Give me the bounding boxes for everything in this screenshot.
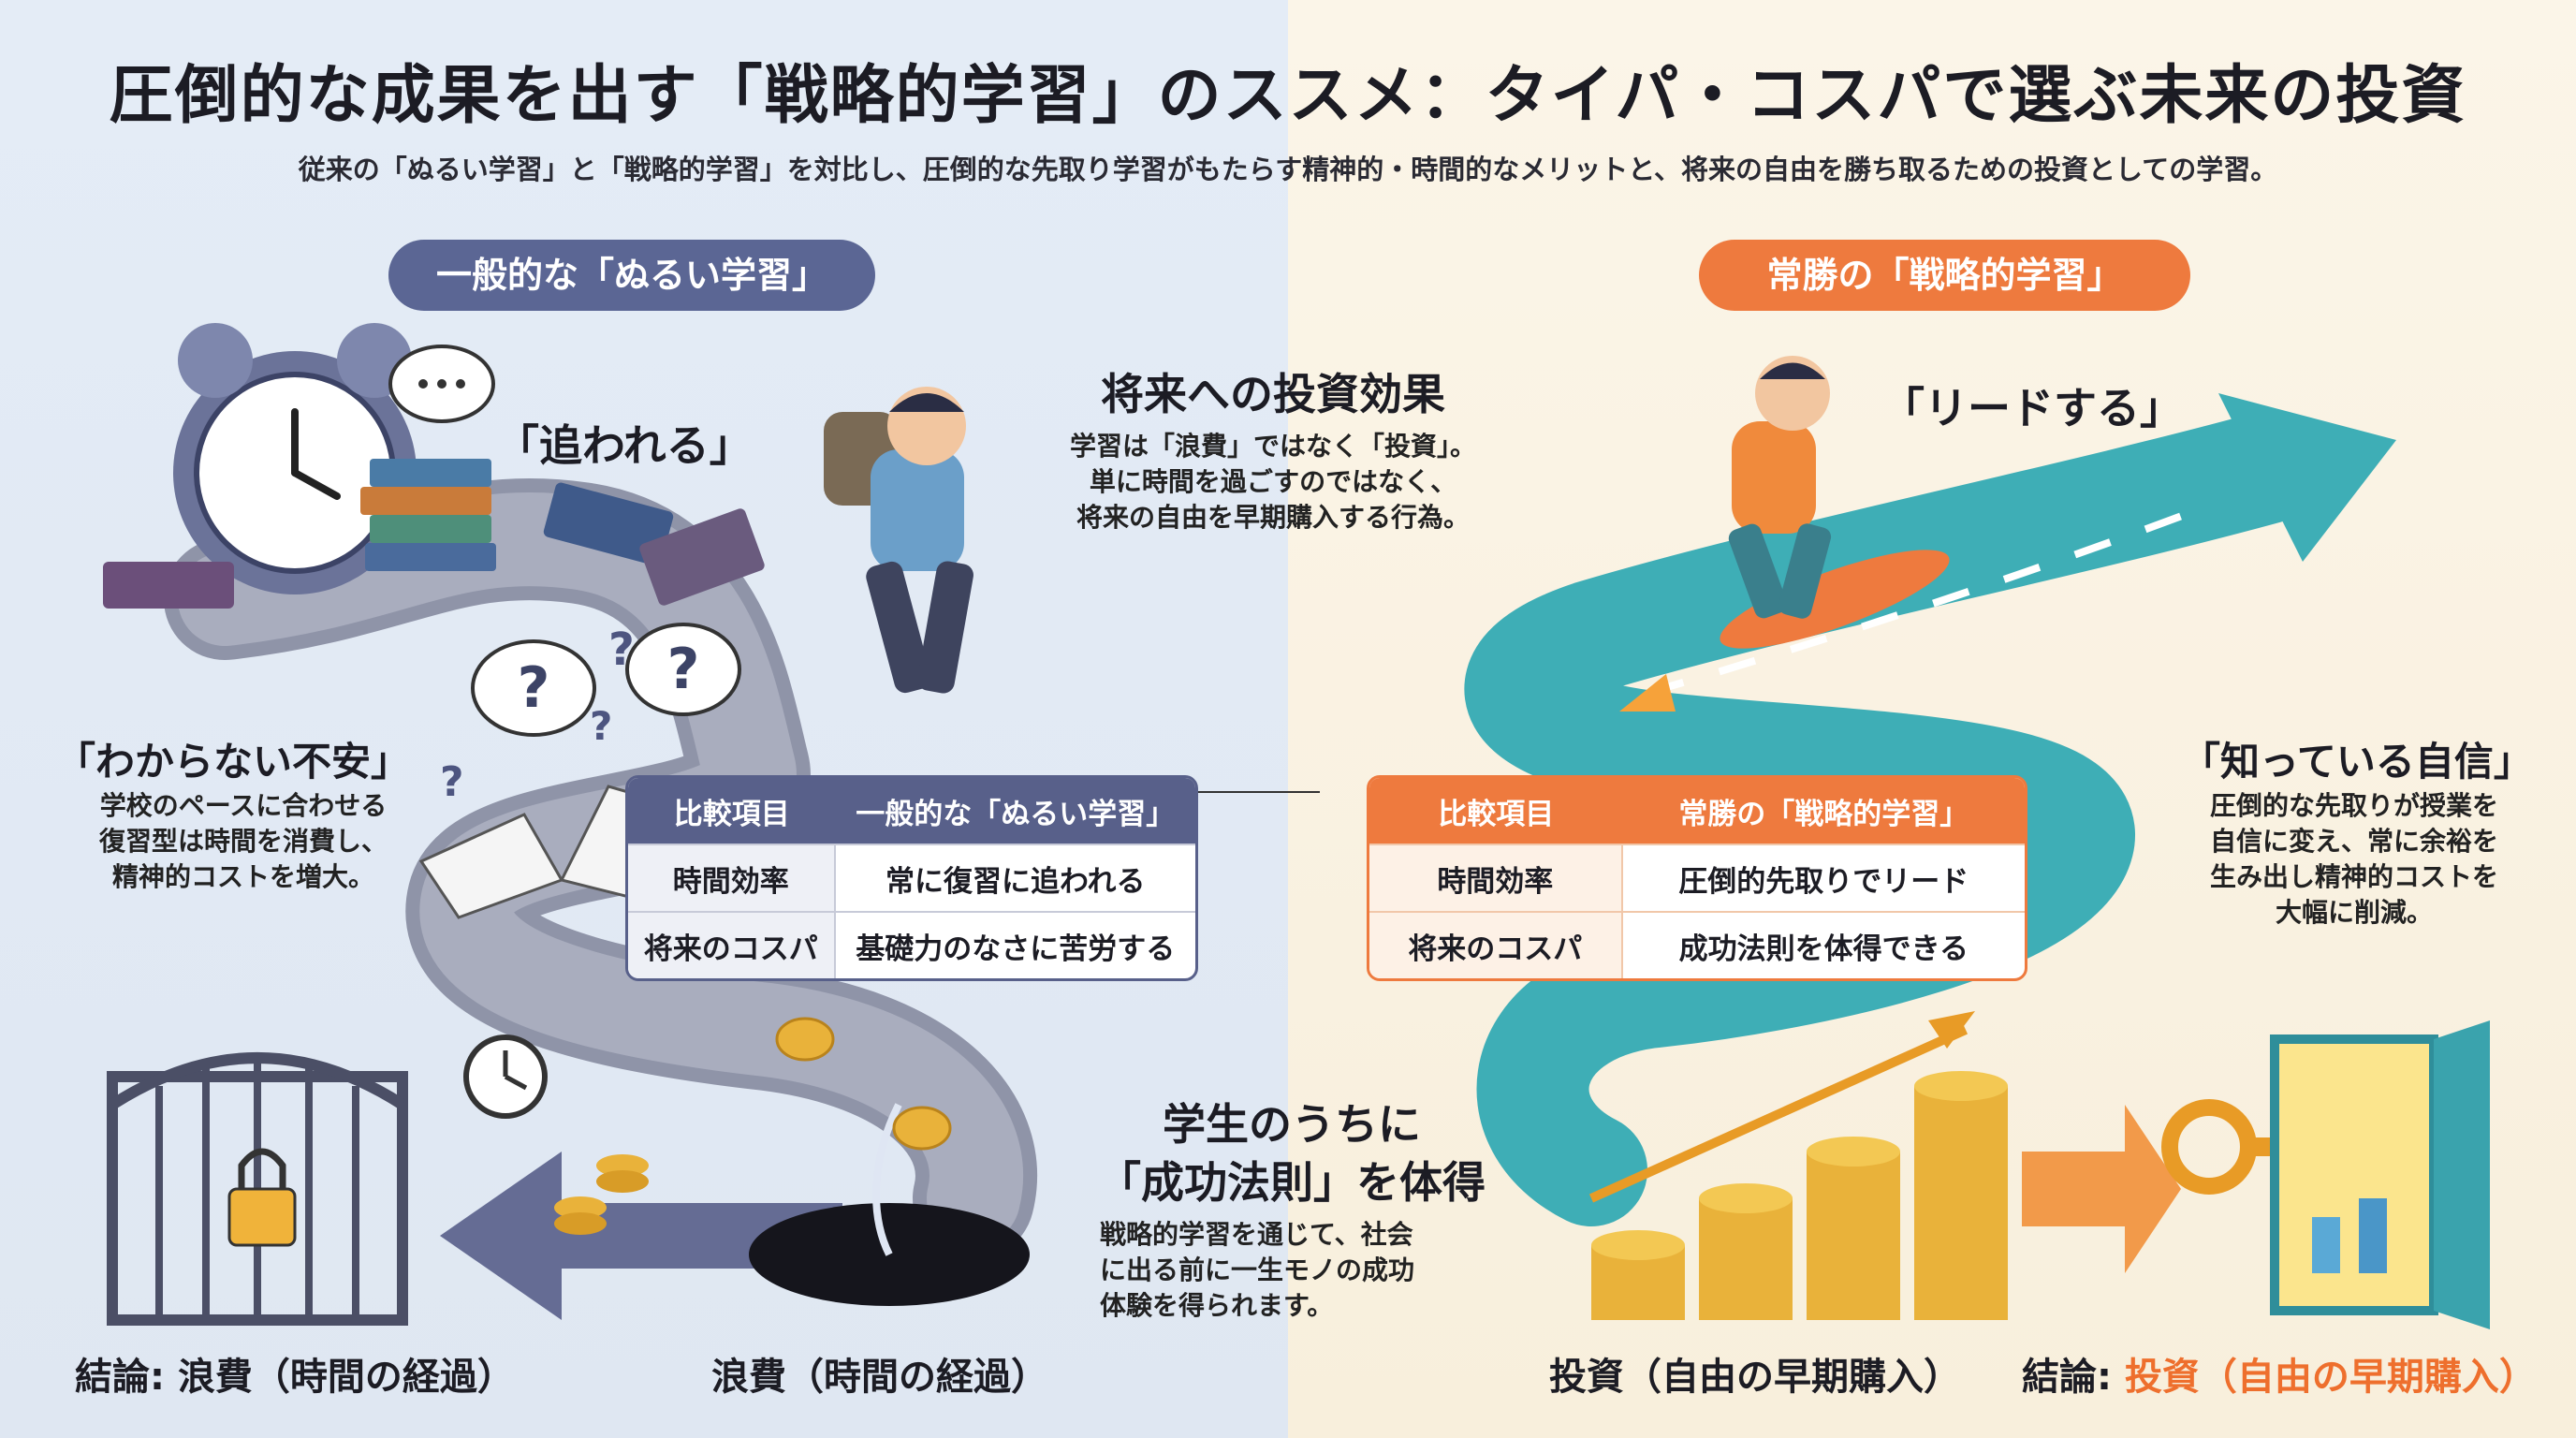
confidence-body-line: 生み出し精神的コストを — [2209, 861, 2498, 892]
chased-label: 「追われる」 — [496, 420, 753, 471]
coin-stacks-icon — [1588, 1011, 2008, 1320]
svg-text:?: ? — [590, 703, 612, 749]
page-title: 圧倒的な成果を出す「戦略的学習」のススメ：タイパ・コスパで選ぶ未来の投資 — [109, 59, 2467, 133]
svg-text:?: ? — [608, 624, 635, 676]
invest-effect-body: 学習は「浪費」ではなく「投資」。 単に時間を過ごすのではなく、 将来の自由を早期… — [1039, 429, 1507, 536]
confidence-body-line: 圧倒的な先取りが授業を — [2209, 790, 2498, 821]
table-row: 時間効率 圧倒的先取りでリード — [1369, 844, 2025, 911]
table-row: 将来のコスパ 基礎力のなさに苦労する — [628, 911, 1195, 978]
table-header-cell: 一般的な「ぬるい学習」 — [835, 778, 1195, 844]
table-header-row: 比較項目 一般的な「ぬるい学習」 — [628, 778, 1195, 844]
svg-text:?: ? — [440, 758, 464, 806]
left-conclusion-prefix: 結論: — [75, 1356, 165, 1399]
table-cell: 時間効率 — [1369, 844, 1623, 911]
right-conclusion-prefix: 結論: — [2022, 1356, 2112, 1399]
success-law-body: 戦略的学習を通じて、社会 に出る前に一生モノの成功 体験を得られます。 — [1100, 1217, 1474, 1324]
invest-effect-line: 将来の自由を早期購入する行為。 — [1076, 502, 1470, 533]
success-law-line: 戦略的学習を通じて、社会 — [1100, 1219, 1413, 1250]
svg-text:?: ? — [518, 655, 550, 721]
success-law-heading-line: 「成功法則」を体得 — [1098, 1157, 1486, 1208]
left-conclusion-value: 浪費（時間の経過） — [177, 1356, 515, 1399]
table-header-row: 比較項目 常勝の「戦略的学習」 — [1369, 778, 2025, 844]
left-section-pill: 一般的な「ぬるい学習」 — [388, 240, 875, 311]
right-arrow-icon — [2022, 1105, 2181, 1273]
question-bubble-icon: ? ? ? ? ? — [440, 623, 741, 806]
lead-label: 「リードする」 — [1881, 383, 2183, 433]
table-cell: 成功法則を体得できる — [1622, 911, 2025, 978]
anxiety-body-line: 復習型は時間を消費し、 — [98, 826, 388, 857]
right-section-pill: 常勝の「戦略的学習」 — [1699, 240, 2190, 311]
svg-text:?: ? — [667, 637, 700, 702]
right-conclusion-value: 投資（自由の早期購入） — [2124, 1356, 2537, 1399]
table-header-cell: 常勝の「戦略的学習」 — [1622, 778, 2025, 844]
speech-bubble-icon — [388, 345, 495, 423]
success-law-heading: 学生のうちに 「成功法則」を体得 — [1095, 1095, 1488, 1211]
books-icon — [103, 459, 765, 609]
table-row: 時間効率 常に復習に追われる — [628, 844, 1195, 911]
success-law-line: に出る前に一生モノの成功 — [1100, 1255, 1415, 1285]
left-arrow-icon — [440, 1152, 842, 1320]
open-door-icon — [2270, 1020, 2490, 1329]
locked-gate-icon — [107, 1052, 408, 1326]
invest-effect-heading: 将来への投資効果 — [1101, 369, 1445, 419]
alarm-clock-icon — [173, 323, 417, 594]
invest-effect-line: 単に時間を過ごすのではなく、 — [1089, 466, 1457, 497]
success-law-heading-line: 学生のうちに — [1163, 1099, 1421, 1150]
coins-icon — [554, 1017, 952, 1235]
student-with-backpack-icon — [824, 387, 973, 694]
confidence-body-line: 大幅に削減。 — [2275, 897, 2433, 928]
anxiety-body-line: 精神的コストを増大。 — [111, 861, 374, 892]
confidence-heading: 「知っている自信」 — [2181, 739, 2533, 785]
right-comparison-table: 比較項目 常勝の「戦略的学習」 時間効率 圧倒的先取りでリード 将来のコスパ 成… — [1367, 775, 2027, 981]
waste-label: 浪費（時間の経過） — [711, 1356, 1048, 1399]
small-clock-icon — [463, 1034, 548, 1119]
table-header-cell: 比較項目 — [628, 778, 836, 844]
anxiety-body-line: 学校のペースに合わせる — [99, 790, 388, 821]
table-cell: 圧倒的先取りでリード — [1622, 844, 2025, 911]
table-cell: 将来のコスパ — [1369, 911, 1623, 978]
invest-effect-line: 学習は「浪費」ではなく「投資」。 — [1069, 431, 1476, 462]
table-row: 将来のコスパ 成功法則を体得できる — [1369, 911, 2025, 978]
confidence-body-line: 自信に変え、常に余裕を — [2209, 826, 2498, 857]
table-cell: 基礎力のなさに苦労する — [835, 911, 1195, 978]
left-comparison-table: 比較項目 一般的な「ぬるい学習」 時間効率 常に復習に追われる 将来のコスパ 基… — [625, 775, 1198, 981]
anxiety-body: 学校のペースに合わせる 復習型は時間を消費し、 精神的コストを増大。 — [75, 788, 412, 895]
table-cell: 時間効率 — [628, 844, 836, 911]
table-cell: 常に復習に追われる — [835, 844, 1195, 911]
invest-label: 投資（自由の早期購入） — [1549, 1356, 1961, 1399]
success-law-line: 体験を得られます。 — [1100, 1290, 1334, 1321]
table-header-cell: 比較項目 — [1369, 778, 1623, 844]
right-conclusion: 結論: 投資（自由の早期購入） — [2022, 1346, 2537, 1401]
left-conclusion: 結論: 浪費（時間の経過） — [75, 1346, 515, 1401]
confidence-body: 圧倒的な先取りが授業を 自信に変え、常に余裕を 生み出し精神的コストを 大幅に削… — [2172, 788, 2537, 931]
page-subtitle: 従来の「ぬるい学習」と「戦略的学習」を対比し、圧倒的な先取り学習がもたらす精神的… — [298, 154, 2278, 185]
table-cell: 将来のコスパ — [628, 911, 836, 978]
surfer-on-rocket-icon — [1619, 356, 1950, 712]
anxiety-heading: 「わからない不安」 — [56, 739, 411, 785]
